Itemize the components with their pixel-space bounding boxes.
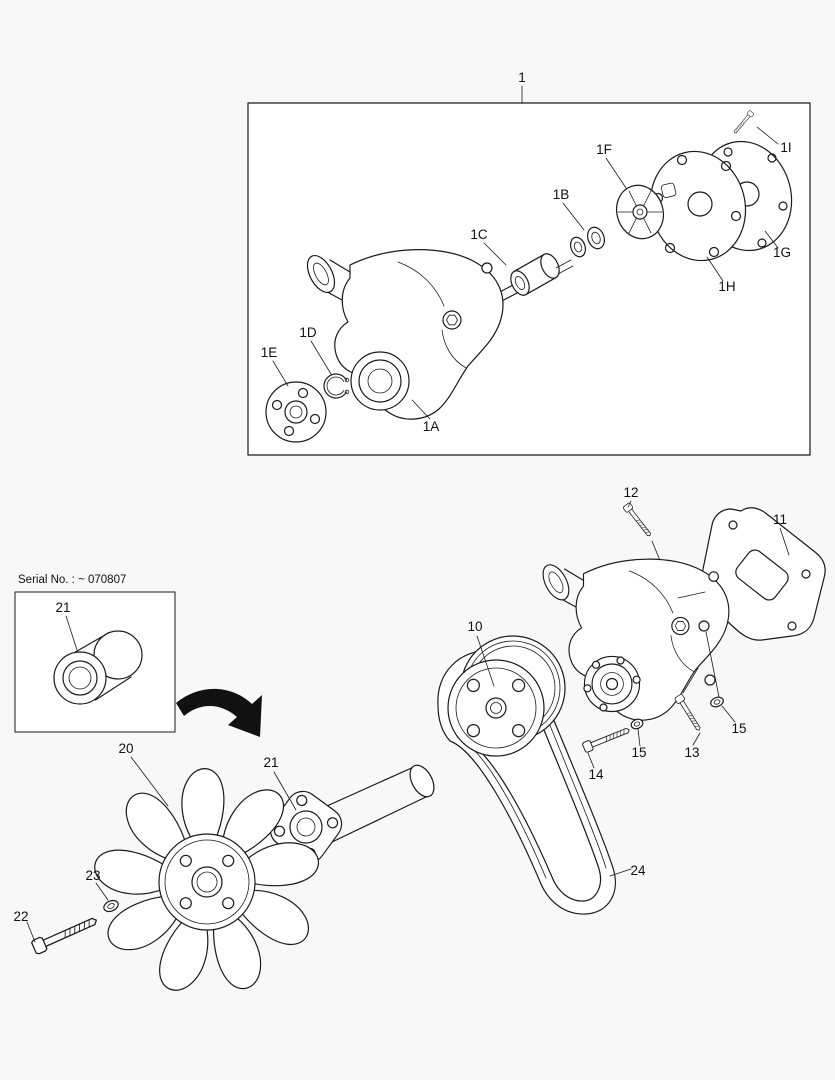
label-12: 12: [623, 485, 638, 500]
leader-lines-top: [272, 85, 779, 420]
label-1E: 1E: [261, 345, 278, 360]
part-10-pulley: [447, 635, 566, 757]
part-15-washer-right: [710, 696, 724, 708]
label-24: 24: [630, 863, 646, 878]
label-1H: 1H: [718, 279, 735, 294]
label-1: 1: [518, 70, 526, 85]
part-13-bolt: [673, 693, 704, 733]
part-22-bolt: [30, 912, 100, 956]
label-20: 20: [118, 741, 133, 756]
label-1G: 1G: [773, 245, 791, 260]
part-1c-bearing: [495, 253, 574, 303]
leader-lines-bottom: [26, 500, 790, 943]
rotation-arrow: [176, 688, 262, 737]
label-15-right: 15: [731, 721, 746, 736]
label-1I: 1I: [780, 140, 791, 155]
part-labels: 1 1F 1I 1B 1C 1G 1H 1D 1E 1A 12 11 10 21…: [13, 70, 791, 924]
label-13: 13: [684, 745, 699, 760]
part-1d-snap-ring: [323, 373, 350, 399]
label-1F: 1F: [596, 142, 612, 157]
label-1D: 1D: [299, 325, 317, 340]
part-15-washer-left: [630, 718, 644, 730]
label-23: 23: [85, 868, 100, 883]
label-1C: 1C: [470, 227, 488, 242]
part-1h-back-plate: [649, 150, 747, 262]
part-1e-flange: [265, 381, 327, 443]
part-20-fan: [94, 768, 320, 991]
label-15-left: 15: [631, 745, 646, 760]
part-1b-seal-rings: [569, 226, 606, 258]
water-pump-assembly: [537, 558, 730, 721]
part-11-gasket: [699, 507, 826, 641]
label-14: 14: [588, 767, 604, 782]
label-22: 22: [13, 909, 28, 924]
label-11: 11: [773, 512, 787, 527]
serial-note: Serial No. : ~ 070807: [18, 574, 126, 586]
label-21: 21: [263, 755, 278, 770]
inset-box-serial: [14, 591, 176, 733]
label-1B: 1B: [553, 187, 570, 202]
part-14-bolt: [581, 724, 632, 754]
label-21-inset: 21: [55, 600, 70, 615]
label-1A: 1A: [423, 419, 440, 434]
label-10: 10: [467, 619, 482, 634]
part-23-washer: [103, 899, 119, 913]
part-1f-impeller: [615, 184, 665, 240]
